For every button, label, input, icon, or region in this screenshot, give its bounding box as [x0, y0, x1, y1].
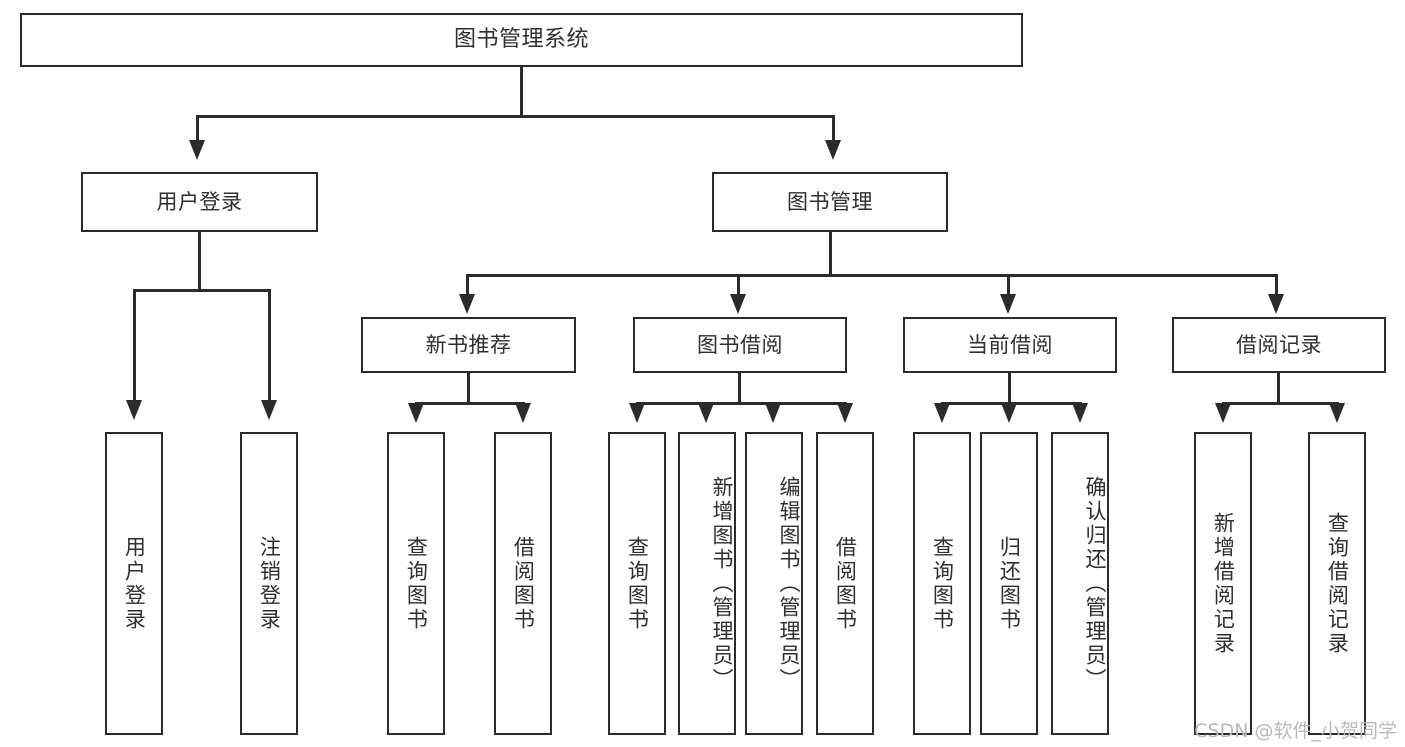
- arrowhead-new-book-leaf-2: [515, 403, 531, 423]
- connector-to-new-book: [466, 274, 469, 297]
- connector-borrow-record-bus: [1222, 402, 1339, 405]
- leaf-return-book[interactable]: 归还图书: [980, 432, 1038, 735]
- node-label: 查询图书: [404, 535, 429, 632]
- arrowhead-borrow-record-leaf-2: [1329, 403, 1345, 423]
- node-label: 查询借阅记录: [1325, 511, 1350, 656]
- node-current-borrow[interactable]: 当前借阅: [903, 317, 1117, 373]
- arrowhead-to-new-book: [459, 294, 475, 314]
- node-user-login[interactable]: 用户登录: [81, 172, 318, 232]
- node-book-manage[interactable]: 图书管理: [712, 172, 948, 232]
- connector-book-borrow-bus: [636, 402, 847, 405]
- connector-current-borrow-stem: [1008, 373, 1011, 404]
- connector-level3-bus: [466, 274, 1278, 277]
- connector-to-book-manage: [832, 115, 835, 143]
- arrowhead-current-borrow-leaf-1: [934, 403, 950, 423]
- node-root-system[interactable]: 图书管理系统: [20, 13, 1023, 67]
- node-label: 新增图书（管理员）: [710, 475, 734, 692]
- node-label: 借阅记录: [1236, 332, 1322, 357]
- arrowhead-book-borrow-leaf-3: [765, 403, 781, 423]
- leaf-query-book-recommend[interactable]: 查询图书: [387, 432, 445, 735]
- connector-root-stem: [520, 67, 523, 116]
- leaf-add-borrow-record[interactable]: 新增借阅记录: [1194, 432, 1252, 735]
- leaf-query-book-current[interactable]: 查询图书: [913, 432, 971, 735]
- node-label: 新增借阅记录: [1211, 511, 1236, 656]
- arrowhead-user-login-leaf-2: [261, 400, 277, 420]
- connector-new-book-stem: [467, 373, 470, 404]
- connector-book-borrow-stem: [738, 373, 741, 404]
- arrowhead-current-borrow-leaf-3: [1072, 403, 1088, 423]
- node-label: 借阅图书: [833, 535, 858, 632]
- node-label: 用户登录: [122, 535, 147, 632]
- arrowhead-book-borrow-leaf-2: [698, 403, 714, 423]
- leaf-borrow-book-recommend[interactable]: 借阅图书: [494, 432, 552, 735]
- arrowhead-to-borrow-record: [1268, 294, 1284, 314]
- node-label: 确认归还（管理员）: [1083, 475, 1107, 692]
- node-label: 查询图书: [930, 535, 955, 632]
- connector-user-login-drop-2: [268, 289, 271, 403]
- leaf-logout[interactable]: 注销登录: [240, 432, 298, 735]
- node-label: 注销登录: [257, 535, 282, 632]
- arrowhead-to-user-login: [189, 140, 205, 160]
- node-new-book-recommend[interactable]: 新书推荐: [361, 317, 576, 373]
- connector-level2-bus: [196, 115, 835, 118]
- connector-user-login-drop-1: [133, 289, 136, 403]
- arrowhead-book-borrow-leaf-1: [629, 403, 645, 423]
- leaf-borrow-book[interactable]: 借阅图书: [816, 432, 874, 735]
- node-label: 查询图书: [625, 535, 650, 632]
- connector-book-manage-stem: [829, 232, 832, 276]
- leaf-query-book-borrow[interactable]: 查询图书: [608, 432, 666, 735]
- connector-borrow-record-stem: [1277, 373, 1280, 404]
- node-label: 图书管理: [787, 189, 873, 214]
- connector-new-book-bus: [415, 402, 525, 405]
- arrowhead-new-book-leaf-1: [408, 403, 424, 423]
- node-label: 新书推荐: [425, 332, 512, 357]
- connector-to-borrow-record: [1275, 274, 1278, 297]
- arrowhead-to-book-manage: [825, 140, 841, 160]
- connector-to-user-login: [196, 115, 199, 143]
- connector-to-book-borrow: [737, 274, 740, 297]
- leaf-user-login[interactable]: 用户登录: [105, 432, 163, 735]
- node-label: 图书管理系统: [453, 27, 589, 53]
- arrowhead-to-book-borrow: [730, 294, 746, 314]
- arrowhead-to-current-borrow: [1000, 294, 1016, 314]
- node-label: 图书借阅: [697, 332, 783, 357]
- leaf-add-book-admin[interactable]: 新增图书（管理员）: [678, 432, 736, 735]
- arrowhead-borrow-record-leaf-1: [1215, 403, 1231, 423]
- arrowhead-book-borrow-leaf-4: [837, 403, 853, 423]
- node-label: 用户登录: [156, 189, 243, 214]
- leaf-confirm-return-admin[interactable]: 确认归还（管理员）: [1051, 432, 1109, 735]
- arrowhead-user-login-leaf-1: [126, 400, 142, 420]
- watermark-text: CSDN @软件_小贺同学: [1194, 720, 1397, 742]
- connector-user-login-stem: [198, 232, 201, 291]
- node-label: 归还图书: [997, 535, 1022, 632]
- node-label: 当前借阅: [967, 332, 1053, 357]
- connector-to-current-borrow: [1007, 274, 1010, 297]
- arrowhead-current-borrow-leaf-2: [1001, 403, 1017, 423]
- connector-user-login-bus: [133, 289, 271, 292]
- node-book-borrow[interactable]: 图书借阅: [633, 317, 847, 373]
- node-borrow-record[interactable]: 借阅记录: [1172, 317, 1386, 373]
- node-label: 借阅图书: [511, 535, 536, 632]
- node-label: 编辑图书（管理员）: [777, 475, 801, 692]
- leaf-edit-book-admin[interactable]: 编辑图书（管理员）: [745, 432, 803, 735]
- leaf-query-borrow-record[interactable]: 查询借阅记录: [1308, 432, 1366, 735]
